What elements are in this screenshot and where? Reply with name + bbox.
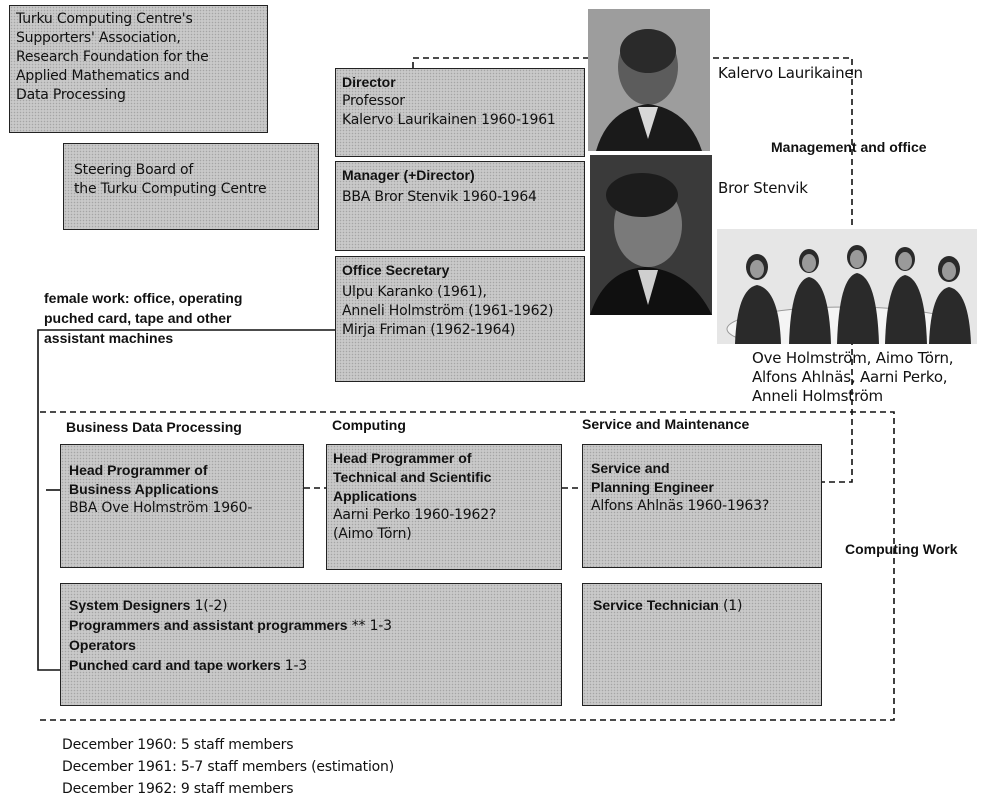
group-caption-line: Ove Holmström, Aimo Törn, bbox=[752, 349, 954, 367]
service-engineer-person: Alfons Ahlnäs 1960-1963? bbox=[591, 498, 770, 514]
steering-board-line: Steering Board of bbox=[74, 162, 194, 178]
portrait-laurikainen bbox=[588, 9, 710, 151]
group-caption-line: Anneli Holmström bbox=[752, 387, 883, 405]
manager-line: BBA Bror Stenvik 1960-1964 bbox=[342, 189, 537, 205]
associations-line: Research Foundation for the bbox=[16, 49, 209, 65]
staff-row-count: ** 1-3 bbox=[351, 618, 392, 634]
group-photo bbox=[717, 229, 977, 344]
service-technician-count: (1) bbox=[722, 598, 743, 614]
secretary-title: Office Secretary bbox=[342, 262, 450, 278]
caption-stenvik: Bror Stenvik bbox=[718, 179, 808, 197]
business-head-programmer-box: Head Programmer of Business Applications… bbox=[60, 444, 304, 568]
staff-count-line: December 1960: 5 staff members bbox=[62, 737, 294, 753]
staff-count-list: December 1960: 5 staff members December … bbox=[62, 734, 394, 800]
director-line: Kalervo Laurikainen 1960-1961 bbox=[342, 112, 556, 128]
computing-head-title: Head Programmer of bbox=[333, 450, 472, 466]
associations-line: Turku Computing Centre's bbox=[16, 11, 193, 27]
management-label: Management and office bbox=[771, 139, 927, 155]
manager-box: Manager (+Director) BBA Bror Stenvik 196… bbox=[335, 161, 585, 251]
caption-laurikainen: Kalervo Laurikainen bbox=[718, 64, 863, 82]
staff-row: System Designers 1(-2) bbox=[69, 596, 553, 616]
computing-work-label: Computing Work bbox=[845, 541, 958, 557]
director-title: Director bbox=[342, 74, 396, 90]
staff-box: System Designers 1(-2) Programmers and a… bbox=[60, 583, 562, 706]
female-work-line: assistant machines bbox=[44, 330, 174, 346]
computing-head-title: Technical and Scientific bbox=[333, 469, 492, 485]
service-technician-label: Service Technician bbox=[593, 597, 719, 613]
staff-row: Operators bbox=[69, 636, 553, 656]
service-engineer-title: Service and bbox=[591, 460, 670, 476]
computing-head-person: Aarni Perko 1960-1962? bbox=[333, 507, 497, 523]
business-head-person: BBA Ove Holmström 1960- bbox=[69, 500, 253, 516]
secretary-line: Anneli Holmström (1961-1962) bbox=[342, 303, 554, 319]
staff-count-line: December 1961: 5-7 staff members (estima… bbox=[62, 759, 394, 775]
section-header-business: Business Data Processing bbox=[66, 419, 242, 435]
section-header-service: Service and Maintenance bbox=[582, 416, 750, 432]
service-engineer-title: Planning Engineer bbox=[591, 479, 714, 495]
director-line: Professor bbox=[342, 93, 405, 109]
computing-head-title: Applications bbox=[333, 488, 418, 504]
female-work-label: female work: office, operating puched ca… bbox=[44, 288, 242, 348]
staff-row: Programmers and assistant programmers **… bbox=[69, 616, 553, 636]
associations-line: Supporters' Association, bbox=[16, 30, 181, 46]
steering-board-box: Steering Board of the Turku Computing Ce… bbox=[63, 143, 319, 230]
director-box: Director Professor Kalervo Laurikainen 1… bbox=[335, 68, 585, 157]
service-technician-box: Service Technician (1) bbox=[582, 583, 822, 706]
staff-row: Punched card and tape workers 1-3 bbox=[69, 656, 553, 676]
staff-row-label: Punched card and tape workers bbox=[69, 657, 281, 673]
staff-row-label: Programmers and assistant programmers bbox=[69, 617, 348, 633]
office-secretary-box: Office Secretary Ulpu Karanko (1961), An… bbox=[335, 256, 585, 382]
associations-line: Data Processing bbox=[16, 87, 126, 103]
staff-row-label: System Designers bbox=[69, 597, 191, 613]
service-engineer-box: Service and Planning Engineer Alfons Ahl… bbox=[582, 444, 822, 568]
associations-box: Turku Computing Centre's Supporters' Ass… bbox=[9, 5, 268, 133]
female-work-line: female work: office, operating bbox=[44, 290, 243, 306]
section-header-computing: Computing bbox=[332, 417, 406, 433]
business-head-title: Business Applications bbox=[69, 481, 219, 497]
computing-head-programmer-box: Head Programmer of Technical and Scienti… bbox=[326, 444, 562, 570]
steering-board-line: the Turku Computing Centre bbox=[74, 181, 267, 197]
staff-count-line: December 1962: 9 staff members bbox=[62, 781, 294, 797]
staff-row-count: 1-3 bbox=[284, 658, 308, 674]
manager-title: Manager (+Director) bbox=[342, 167, 475, 183]
female-work-line: puched card, tape and other bbox=[44, 310, 232, 326]
staff-row-count: 1(-2) bbox=[194, 598, 228, 614]
portrait-stenvik bbox=[590, 155, 712, 315]
group-caption-line: Alfons Ahlnäs, Aarni Perko, bbox=[752, 368, 948, 386]
business-head-title: Head Programmer of bbox=[69, 462, 208, 478]
secretary-line: Mirja Friman (1962-1964) bbox=[342, 322, 516, 338]
computing-head-person: (Aimo Törn) bbox=[333, 526, 412, 542]
associations-line: Applied Mathematics and bbox=[16, 68, 190, 84]
service-technician-row: Service Technician (1) bbox=[593, 596, 811, 616]
secretary-line: Ulpu Karanko (1961), bbox=[342, 284, 487, 300]
group-photo-caption: Ove Holmström, Aimo Törn, Alfons Ahlnäs,… bbox=[752, 349, 954, 406]
staff-row-label: Operators bbox=[69, 637, 136, 653]
